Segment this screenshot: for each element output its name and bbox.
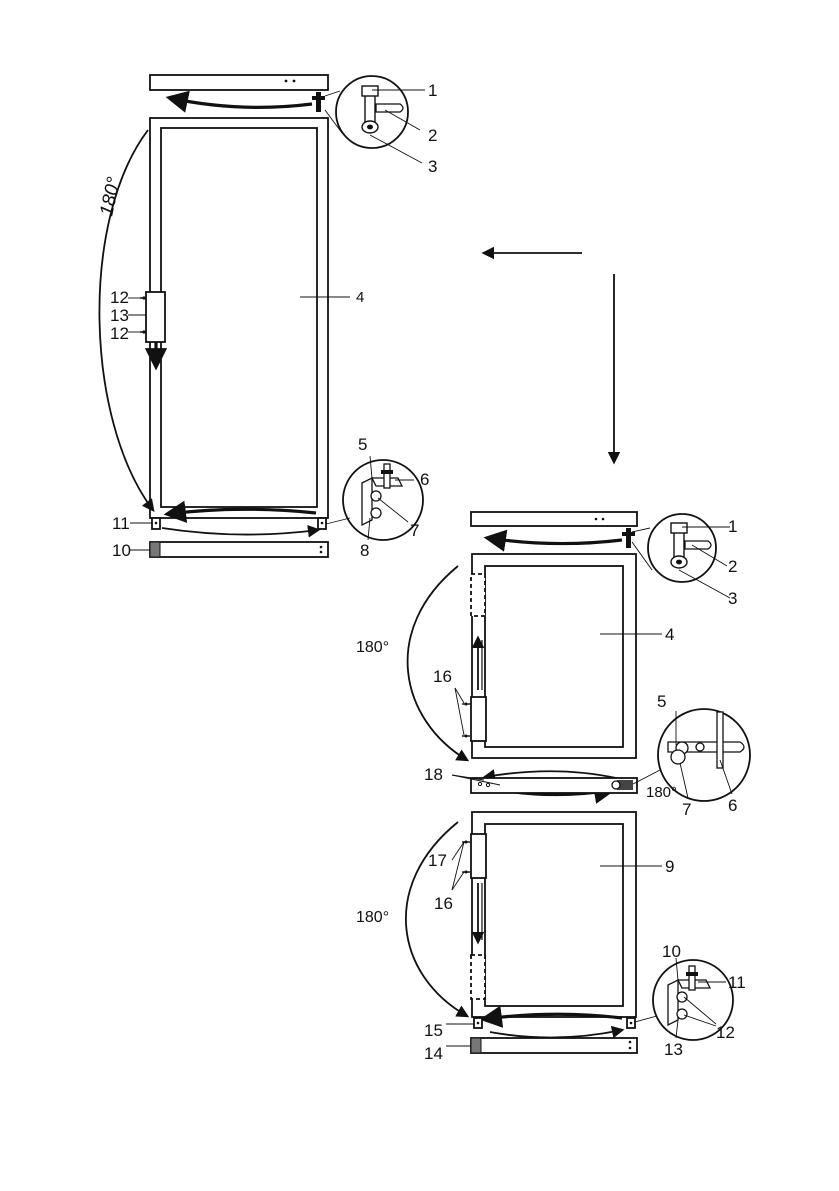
callout: 17 [428,851,447,870]
callout: 12 [110,288,129,307]
callout: 15 [424,1021,443,1040]
left-handle [146,292,165,342]
callout: 3 [728,589,737,608]
callout: 12 [716,1023,735,1042]
left-top-cover [150,75,328,90]
callout: 5 [657,692,666,711]
callout: 11 [728,973,746,992]
callout: 16 [433,667,452,686]
right-upper-angle-small: 180° [646,784,677,801]
right-lower-angle: 180° [356,909,389,926]
callout: 10 [662,942,681,961]
callout: 6 [728,796,737,815]
right-lower-assembly: 180° 9 10 11 12 13 [356,812,746,1063]
callout: 2 [728,557,737,576]
callout: 1 [728,517,737,536]
callout: 8 [360,541,369,560]
callout: 18 [424,765,443,784]
callout: 3 [428,157,437,176]
callout: 16 [434,894,453,913]
left-angle-label: 180° [96,175,125,218]
right-upper-handle [471,697,486,741]
left-bottom-cover [150,542,328,557]
callout: 7 [410,521,419,540]
callout: 1 [428,81,437,100]
right-lower-bottom-cover [471,1038,637,1053]
callout: 9 [665,857,674,876]
callout: 2 [428,126,437,145]
right-top-cover [471,512,637,526]
left-bottom-arrow-lower [162,528,318,535]
callout: 5 [358,435,367,454]
callout: 7 [682,800,691,819]
right-upper-assembly: 180° 180° [356,512,750,819]
callout: 4 [665,625,674,644]
right-upper-angle: 180° [356,639,389,656]
left-top-arrow [170,98,312,107]
left-assembly: 180° [96,75,437,560]
callout: 14 [424,1044,443,1063]
callout: 13 [664,1040,683,1059]
right-lower-handle [471,834,486,878]
callout: 6 [420,470,429,489]
callout: 4 [356,289,364,306]
callout: 13 [110,306,129,325]
callout: 12 [110,324,129,343]
callout: 11 [112,514,130,533]
callout: 10 [112,541,131,560]
